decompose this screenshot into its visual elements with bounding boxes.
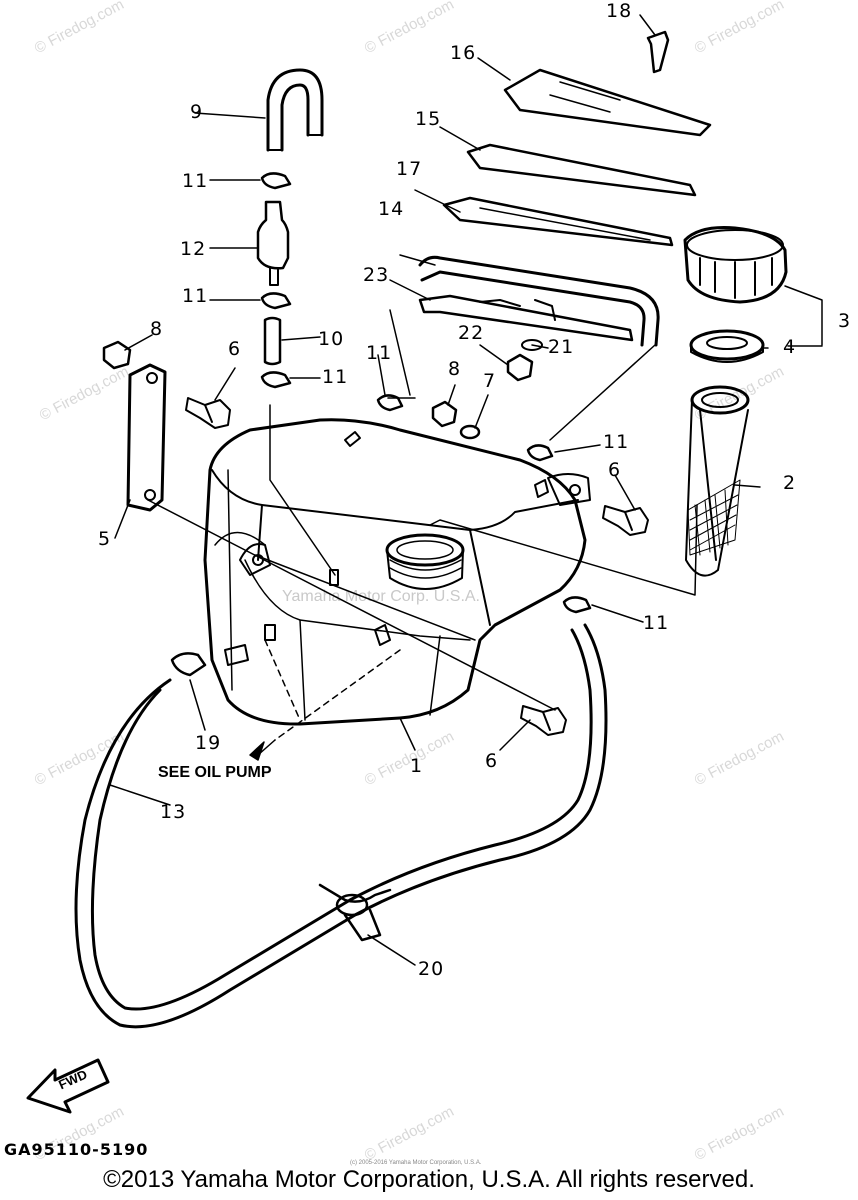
callout-8: 8 [150, 318, 164, 340]
callout-13: 13 [160, 801, 187, 823]
callout-17: 15 [415, 108, 442, 130]
callout-10: 10 [318, 328, 345, 350]
callout-11: 11 [322, 366, 349, 388]
gasket [689, 329, 765, 363]
callout-5: 5 [98, 528, 112, 550]
callout-9: 9 [190, 101, 204, 123]
strainer [685, 385, 750, 577]
center-watermark: Yamaha Motor Corp. U.S.A. [282, 588, 480, 605]
callout-14: 20 [418, 958, 445, 980]
band [126, 363, 167, 512]
callout-23: 23 [363, 264, 390, 286]
diagram-code: GA95110-5190 [4, 1140, 149, 1159]
callout-11: 11 [182, 285, 209, 307]
fwd-arrow [26, 1058, 110, 1114]
callout-18: 16 [450, 42, 477, 64]
bolts [185, 397, 649, 736]
callout-21: 21 [548, 336, 575, 358]
nut-8a [102, 340, 132, 370]
see-oil-pump-note: SEE OIL PUMP [158, 764, 272, 781]
filler-cap [683, 226, 788, 304]
callout-3: 3 [838, 310, 852, 332]
callout-6: 6 [608, 459, 622, 481]
nut-22 [506, 353, 534, 382]
callout-7: 7 [483, 370, 497, 392]
callout-4: 4 [783, 336, 797, 358]
callout-2: 2 [783, 472, 797, 494]
callout-11: 11 [643, 612, 670, 634]
callout-11: 11 [366, 342, 393, 364]
callout-11: 11 [603, 431, 630, 453]
callout-6: 6 [228, 338, 242, 360]
nut-8b [431, 400, 458, 428]
callout-15: 19 [195, 732, 222, 754]
callout-20: 18 [606, 0, 633, 22]
callout-8: 8 [448, 358, 462, 380]
callout-11: 11 [182, 170, 209, 192]
callout-22: 22 [458, 322, 485, 344]
callout-6: 6 [485, 750, 499, 772]
washer-7 [459, 424, 481, 440]
leader-lines [109, 14, 823, 966]
tiny-credit: (c) 2005-2016 Yamaha Motor Corporation, … [350, 1160, 482, 1166]
callout-12: 12 [180, 238, 207, 260]
callout-1: 1 [410, 755, 424, 777]
oil-tank [203, 418, 591, 726]
callout-19: 17 [396, 158, 423, 180]
callout-16: 14 [378, 198, 405, 220]
copyright-text: ©2013 Yamaha Motor Corporation, U.S.A. A… [103, 1166, 755, 1193]
